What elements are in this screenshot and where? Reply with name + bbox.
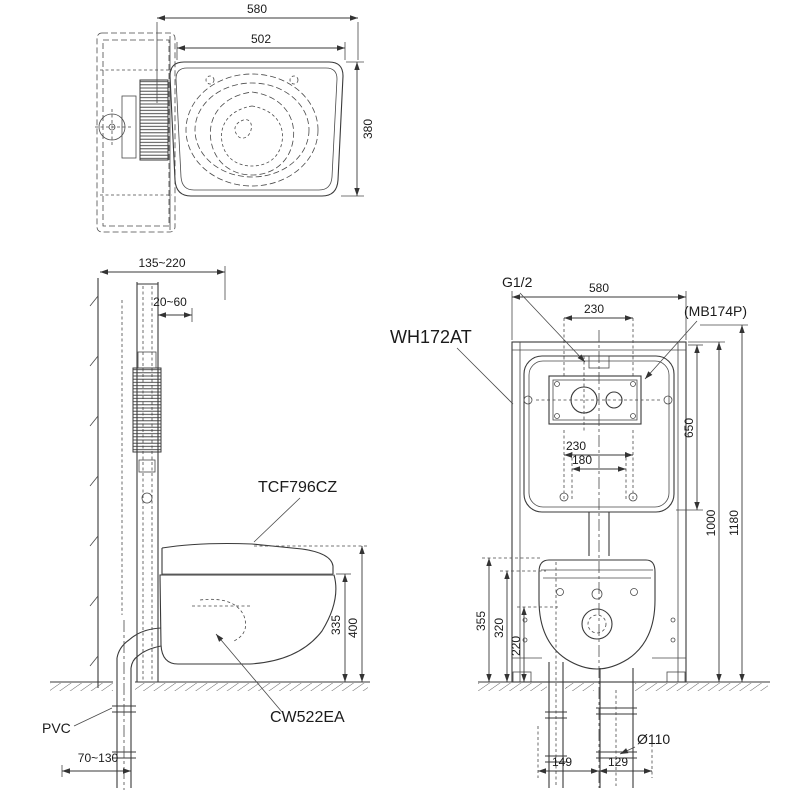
dim-right-offset: 129 bbox=[608, 755, 628, 769]
dim-conn-height: 320 bbox=[492, 618, 506, 638]
dim-drain-offset: 70~130 bbox=[78, 751, 119, 765]
dim-left-offset: 149 bbox=[552, 755, 572, 769]
mounting-stud-left bbox=[559, 492, 569, 502]
bowl-rim bbox=[209, 91, 295, 176]
installation-side-view: 135~220 20~60 335 400 70~130 TCF796CZ CW… bbox=[42, 256, 370, 790]
frame-foot-left bbox=[512, 671, 532, 683]
bowl-profile bbox=[159, 574, 337, 665]
dim-wall-depth: 135~220 bbox=[138, 256, 185, 270]
label-push-plate-model: (MB174P) bbox=[684, 303, 747, 319]
dim-rim-height: 335 bbox=[329, 615, 343, 635]
seat-outline bbox=[169, 61, 344, 197]
dim-drain-height: 220 bbox=[509, 636, 523, 656]
mounting-stud-right bbox=[628, 492, 638, 502]
seat-profile-view bbox=[95, 32, 176, 233]
dim-seat-width: 502 bbox=[251, 32, 271, 46]
installation-front-view: 580 230 230 180 650 1000 1180 355 320 22… bbox=[390, 274, 770, 788]
hinge-mechanism bbox=[139, 79, 169, 161]
seat-ring-outer bbox=[185, 73, 319, 187]
profile-outline bbox=[96, 32, 176, 233]
concealed-cistern bbox=[132, 367, 162, 453]
dim-drain-diameter: Ø110 bbox=[637, 731, 670, 747]
dim-bolt-span: 180 bbox=[572, 453, 592, 467]
label-bowl-model: CW522EA bbox=[270, 709, 345, 726]
label-water-inlet: G1/2 bbox=[502, 274, 533, 290]
seat-top-view: 580 502 380 bbox=[156, 2, 375, 197]
dim-tank-height: 650 bbox=[682, 418, 696, 438]
dim-stud-span: 230 bbox=[566, 439, 586, 453]
dim-inlet-height: 355 bbox=[474, 611, 488, 631]
frame-foot-right bbox=[666, 671, 686, 683]
dim-total-height: 1180 bbox=[727, 510, 741, 536]
dim-seat-overall-width: 580 bbox=[247, 2, 267, 16]
bowl-drain bbox=[581, 608, 613, 640]
label-tank-unit-model: WH172AT bbox=[390, 327, 472, 347]
dim-panel-offset: 20~60 bbox=[153, 295, 187, 309]
access-panel bbox=[548, 375, 642, 425]
bowl-front-outline bbox=[538, 559, 656, 670]
flush-button-small bbox=[605, 391, 623, 409]
washlet-lid-profile bbox=[161, 542, 334, 574]
label-washlet-model: TCF796CZ bbox=[258, 479, 337, 496]
water-spot bbox=[234, 119, 252, 139]
dim-frame-height: 1000 bbox=[704, 509, 718, 536]
dim-seat-depth: 380 bbox=[361, 119, 375, 139]
dim-seat-height: 400 bbox=[346, 618, 360, 638]
label-pvc-pipe: PVC bbox=[42, 720, 71, 736]
dim-frame-width: 580 bbox=[589, 281, 609, 295]
dim-top-span: 230 bbox=[584, 302, 604, 316]
